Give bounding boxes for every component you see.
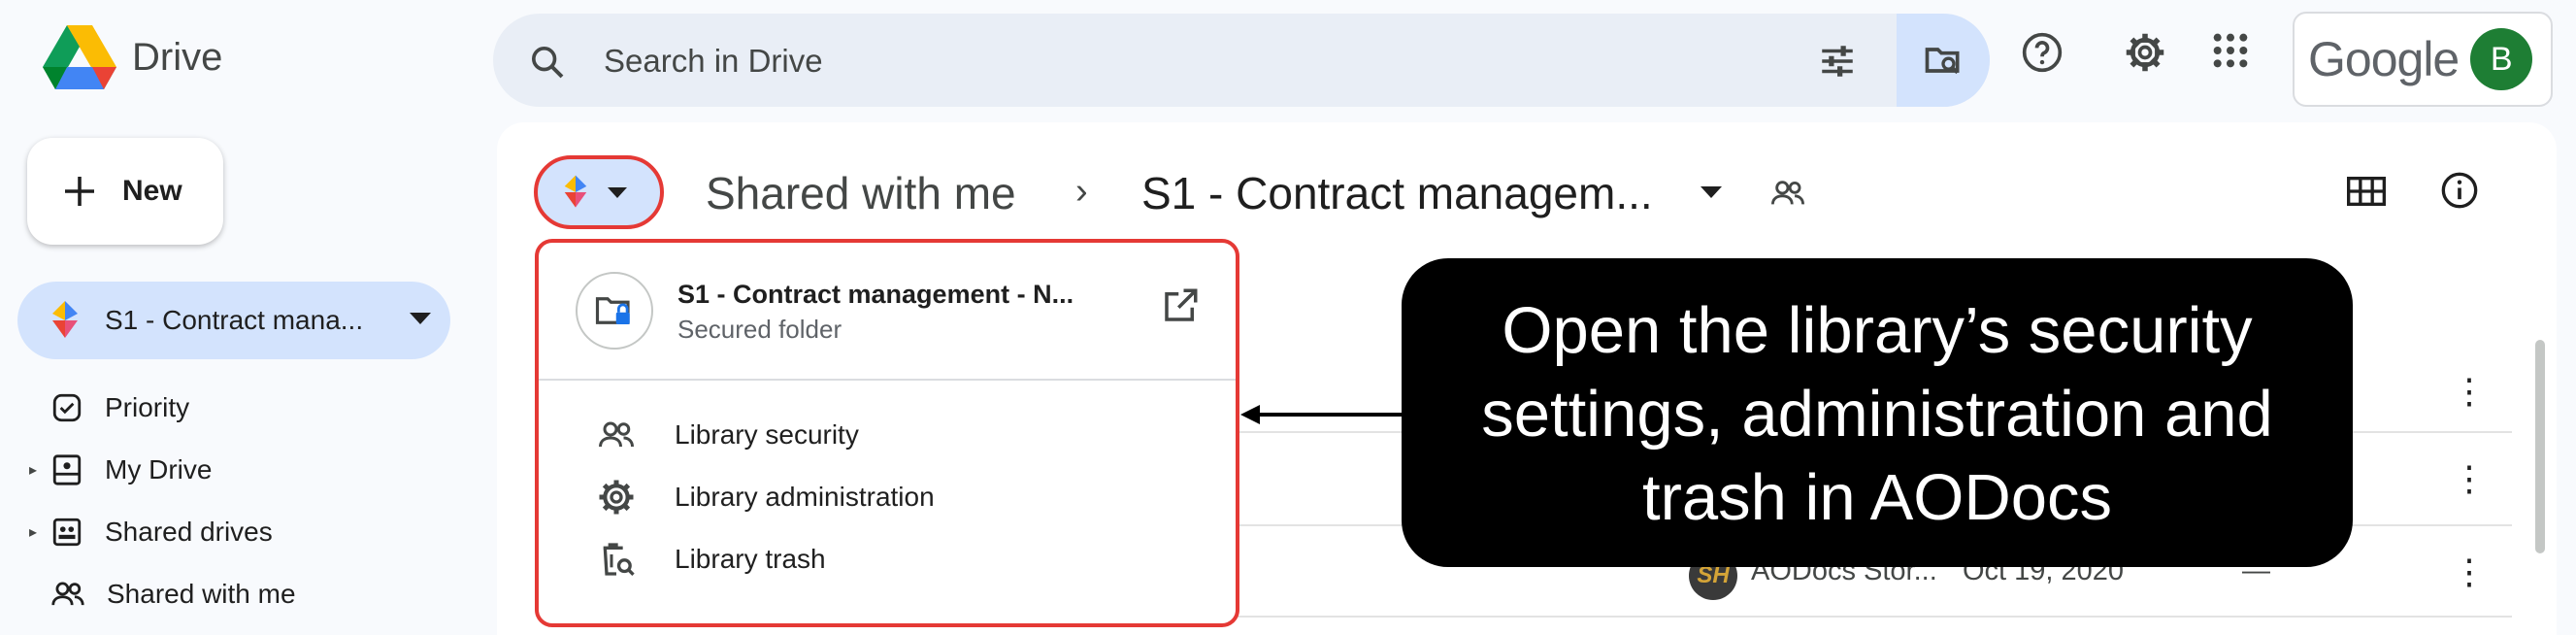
secured-folder-icon — [595, 297, 630, 324]
row-divider — [1231, 616, 2512, 618]
people-icon — [599, 421, 634, 448]
new-button-label: New — [122, 175, 182, 207]
aodocs-logo-icon — [52, 301, 78, 338]
search-icon[interactable] — [528, 43, 567, 82]
my-drive-icon — [52, 454, 82, 485]
callout-arrow-head — [1240, 405, 1260, 424]
more-actions-icon[interactable]: ⋮ — [2452, 551, 2487, 591]
menu-item-library-administration[interactable]: Library administration — [597, 470, 935, 524]
sidebar-item-label: Priority — [105, 392, 190, 422]
drive-logo-icon — [43, 25, 116, 89]
library-menu-button[interactable] — [534, 155, 664, 229]
drive-logo[interactable]: Drive — [43, 25, 222, 89]
popup-header: S1 - Contract management - N... Secured … — [539, 243, 1236, 381]
sidebar-item-shared-with-me[interactable]: Shared with me — [29, 565, 296, 623]
new-button[interactable]: New — [27, 138, 223, 245]
app-name: Drive — [132, 35, 223, 79]
callout-arrow — [1250, 413, 1405, 417]
breadcrumb-current-folder[interactable]: S1 - Contract managem... — [1141, 168, 1653, 218]
google-brand: Google — [2308, 32, 2460, 86]
sidebar-item-label: Shared with me — [107, 579, 296, 609]
chevron-down-icon — [608, 186, 627, 198]
more-actions-icon[interactable]: ⋮ — [2452, 371, 2487, 411]
trash-search-icon — [603, 543, 635, 577]
search-options-icon[interactable] — [1817, 41, 1858, 82]
plus-icon — [65, 177, 94, 206]
sidebar-item-priority[interactable]: Priority — [29, 379, 189, 437]
search-bar[interactable]: Search in Drive — [493, 14, 1990, 107]
gear-icon — [599, 480, 634, 515]
sidebar-item-my-drive[interactable]: ▸ My Drive — [29, 441, 212, 499]
shared-drives-icon — [52, 518, 82, 547]
shared-with-me-icon — [51, 582, 84, 606]
library-menu-popup: S1 - Contract management - N... Secured … — [535, 239, 1239, 627]
apps-grid-icon[interactable] — [2211, 31, 2250, 70]
menu-item-label: Library trash — [675, 544, 826, 574]
library-selector[interactable]: S1 - Contract mana... — [17, 282, 450, 359]
priority-icon — [52, 393, 82, 422]
breadcrumb-shared-with-me[interactable]: Shared with me — [706, 168, 1016, 218]
library-selector-label: S1 - Contract mana... — [105, 305, 364, 335]
menu-item-label: Library security — [675, 419, 859, 450]
grid-view-icon[interactable] — [2347, 175, 2386, 208]
info-icon[interactable] — [2440, 171, 2479, 210]
help-icon[interactable] — [2021, 31, 2064, 74]
aodocs-logo-icon — [564, 175, 587, 208]
open-in-new-icon[interactable] — [1160, 285, 1201, 326]
search-input[interactable]: Search in Drive — [604, 43, 823, 79]
secured-folder-badge — [576, 272, 653, 350]
chevron-down-icon[interactable] — [410, 313, 431, 324]
sidebar-item-label: My Drive — [105, 454, 213, 485]
breadcrumb-separator: › — [1075, 171, 1088, 212]
menu-item-library-trash[interactable]: Library trash — [597, 532, 826, 586]
chevron-down-icon[interactable] — [1701, 186, 1722, 198]
folder-search-icon — [1925, 48, 1960, 75]
settings-gear-icon[interactable] — [2124, 31, 2166, 74]
menu-item-library-security[interactable]: Library security — [597, 408, 859, 462]
more-actions-icon[interactable]: ⋮ — [2452, 458, 2487, 498]
menu-item-label: Library administration — [675, 482, 935, 512]
avatar[interactable]: B — [2470, 28, 2533, 90]
popup-folder-subtitle: Secured folder — [677, 315, 842, 344]
popup-folder-title: S1 - Contract management - N... — [677, 280, 1074, 309]
scrollbar[interactable] — [2535, 340, 2545, 553]
callout-annotation: Open the library’s security settings, ad… — [1402, 258, 2353, 567]
expand-arrow-icon[interactable]: ▸ — [29, 462, 38, 479]
sidebar-item-shared-drives[interactable]: ▸ Shared drives — [29, 503, 273, 561]
sidebar-item-label: Shared drives — [105, 517, 273, 547]
folder-search-button[interactable] — [1897, 14, 1990, 107]
shared-people-icon[interactable] — [1768, 177, 1807, 210]
account-button[interactable]: Google B — [2293, 12, 2553, 107]
expand-arrow-icon[interactable]: ▸ — [29, 524, 38, 541]
